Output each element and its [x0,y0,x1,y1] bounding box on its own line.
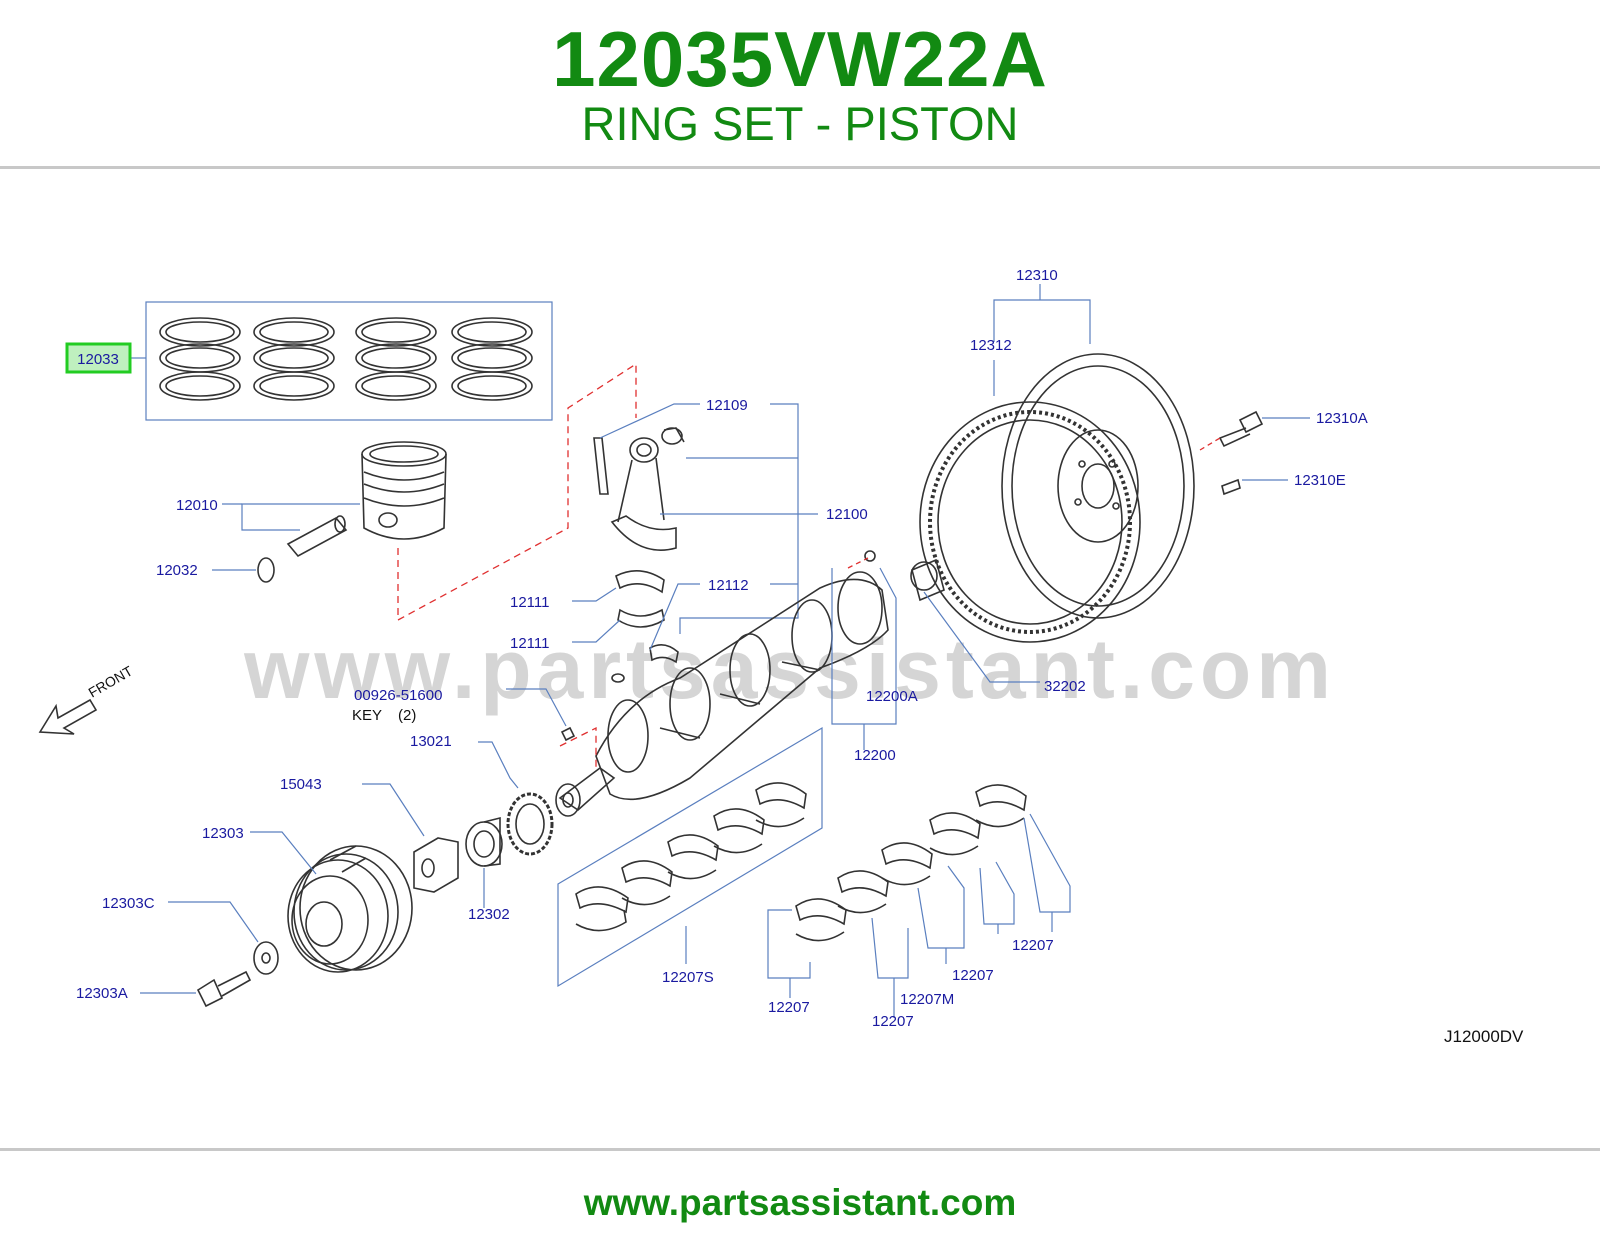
flywheel-guide-line [1199,437,1221,451]
footer-website-link[interactable]: www.partsassistant.com [583,1182,1017,1223]
ring-gear-illustration[interactable] [919,401,1141,643]
crank-pulley-illustration[interactable] [287,845,413,973]
connecting-rod-illustration[interactable] [593,427,685,551]
callout-12207S[interactable]: 12207S [662,969,714,986]
callout-12207-pair2[interactable]: 12207 [872,1013,914,1030]
front-arrow-icon [38,698,98,735]
callout-12207-pair3[interactable]: 12207 [952,967,994,984]
snap-ring-illustration[interactable] [257,557,275,583]
callout-12303A[interactable]: 12303A [76,985,128,1002]
key-guide-line [559,726,597,768]
piston-illustration[interactable] [361,441,447,540]
main-bearing-set-illustration[interactable] [557,726,823,988]
rod-bearing-illustration[interactable] [611,570,679,683]
callout-12200A[interactable]: 12200A [866,688,918,705]
piston-ring-set-illustration[interactable] [145,301,553,421]
callout-32202[interactable]: 32202 [1044,678,1086,695]
callout-12302[interactable]: 12302 [468,906,510,923]
crank-guide-line [847,557,869,569]
callout-00926-51600[interactable]: 00926-51600 [354,687,442,704]
callout-12312[interactable]: 12312 [970,337,1012,354]
highlighted-part-box[interactable] [65,342,132,374]
exploded-parts-diagram: www.partsassistant.com 12033 [0,258,1600,1088]
piston-pin-illustration[interactable] [286,515,348,558]
flywheel-bolt-illustration[interactable] [1218,410,1264,448]
pilot-bushing-illustration[interactable] [910,558,945,602]
pulley-bolt-illustration[interactable] [196,970,252,1008]
callout-key-quantity: (2) [398,707,416,724]
callout-12310A[interactable]: 12310A [1316,410,1368,427]
crankshaft-illustration[interactable] [555,550,889,817]
oil-pump-drive-spacer-illustration[interactable] [413,837,459,893]
callout-13021[interactable]: 13021 [410,733,452,750]
callout-12010[interactable]: 12010 [176,497,218,514]
callout-12310[interactable]: 12310 [1016,267,1058,284]
callout-12303C[interactable]: 12303C [102,895,155,912]
part-number-title: 12035VW22A [552,15,1048,103]
callout-12112[interactable]: 12112 [708,577,749,594]
callout-key-label: KEY [352,707,382,724]
callout-12207-pair4[interactable]: 12207 [1012,937,1054,954]
woodruff-key-illustration[interactable] [560,726,576,742]
callout-12310E[interactable]: 12310E [1294,472,1346,489]
callout-12033[interactable]: 12033 [77,351,119,368]
footer-divider [0,1148,1600,1151]
oil-seal-illustration[interactable] [465,816,503,867]
callout-12109[interactable]: 12109 [706,397,748,414]
pulley-washer-illustration[interactable] [253,941,279,975]
callout-12200[interactable]: 12200 [854,747,896,764]
diagram-code: J12000DV [1444,1027,1524,1046]
callout-12207-pair1[interactable]: 12207 [768,999,810,1016]
callout-12303[interactable]: 12303 [202,825,244,842]
assembly-guide-line [397,362,637,622]
dowel-pin-illustration[interactable] [1221,478,1241,496]
part-name-subtitle: RING SET - PISTON [581,97,1019,150]
callout-12207M[interactable]: 12207M [900,991,954,1008]
callout-15043[interactable]: 15043 [280,776,322,793]
callout-12111-lower[interactable]: 12111 [510,635,550,652]
callout-12100[interactable]: 12100 [826,506,868,523]
callout-12111-upper[interactable]: 12111 [510,594,550,611]
watermark-text: www.partsassistant.com [243,622,1336,716]
header-divider [0,166,1600,169]
crank-sprocket-illustration[interactable] [506,792,554,856]
flywheel-illustration[interactable] [1001,353,1195,619]
callout-12032[interactable]: 12032 [156,562,198,579]
main-bearing-pairs-illustration[interactable] [795,784,1027,942]
